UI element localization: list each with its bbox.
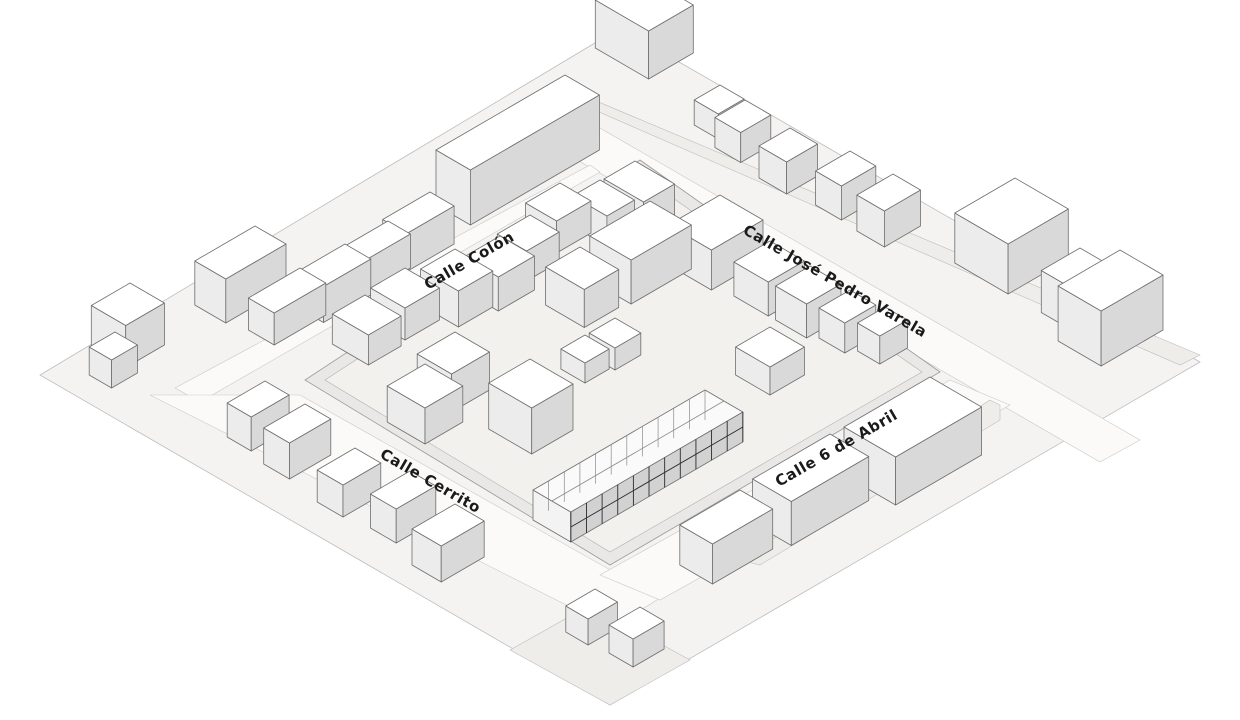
- building-center-e3-roof: [775, 265, 842, 305]
- building-cerrito-2: [263, 403, 332, 480]
- building-center-w2-roof: [420, 248, 494, 292]
- building-cerrito-4-roof: [369, 470, 437, 510]
- building-cerrito-5-roof: [411, 503, 485, 547]
- building-colon-corner-roof: [194, 225, 287, 280]
- building-center-e5-roof: [857, 306, 908, 337]
- building-center-small2-roof: [560, 334, 610, 364]
- building-jpv-1-roof: [693, 84, 745, 115]
- building-south-2: [608, 606, 665, 668]
- building-south-2-roof: [608, 606, 665, 640]
- building-colon-corner: [194, 225, 287, 324]
- building-center-e4-roof: [818, 289, 877, 324]
- building-colon-5-roof: [247, 267, 327, 314]
- building-jpv-5: [856, 173, 921, 248]
- building-jpv-2-roof: [714, 99, 772, 133]
- building-cerrito-3: [316, 447, 382, 518]
- building-cerrito-2-roof: [263, 403, 332, 444]
- building-west-small-roof: [88, 331, 138, 361]
- building-center-w3-roof: [370, 267, 440, 309]
- building-center-s2: [386, 363, 464, 445]
- building-cerrito-1-roof: [226, 380, 290, 418]
- building-cerrito-1: [226, 380, 290, 452]
- building-center-s3-roof: [488, 358, 574, 409]
- building-center-e5: [857, 306, 908, 365]
- building-center-small2: [560, 334, 610, 384]
- building-center-n1-roof: [603, 160, 675, 203]
- building-south-1-roof: [565, 588, 618, 620]
- building-jpv-5-roof: [856, 173, 921, 212]
- building-jpv-3-roof: [758, 127, 818, 163]
- building-abril-2-roof: [752, 433, 870, 502]
- building-center-mid-roof: [589, 200, 692, 261]
- building-east-1: [954, 177, 1069, 295]
- building-center-w4: [331, 294, 402, 366]
- building-center-e6: [735, 326, 805, 396]
- building-east-1-roof: [954, 177, 1069, 245]
- building-center-s3: [488, 358, 574, 455]
- building-center-courtyard-roof: [545, 246, 620, 290]
- building-center-n4-roof: [496, 214, 560, 252]
- building-south-1: [565, 588, 618, 646]
- building-abril-1-roof: [843, 376, 982, 458]
- building-east-3-roof: [1057, 249, 1164, 312]
- building-cerrito-3-roof: [316, 447, 382, 486]
- building-center-s1-roof: [416, 331, 490, 375]
- building-colon-5: [247, 267, 327, 346]
- building-center-n2-roof: [572, 179, 635, 217]
- building-center-e2-roof: [733, 240, 805, 283]
- building-center-w4-roof: [331, 294, 402, 336]
- building-west-small: [88, 331, 138, 389]
- building-cerrito-4: [369, 470, 437, 544]
- building-abril-3: [679, 489, 774, 585]
- building-jpv-2: [714, 99, 772, 163]
- building-jpv-4: [815, 150, 877, 221]
- building-center-small1-roof: [588, 317, 642, 349]
- building-center-n3-roof: [525, 182, 592, 222]
- building-colon-large-roof: [435, 74, 600, 171]
- building-east-3: [1057, 249, 1164, 367]
- project-building: [532, 389, 744, 543]
- building-center-courtyard: [545, 246, 620, 328]
- building-jpv-4-roof: [815, 150, 877, 187]
- building-west-corner-roof: [90, 282, 165, 326]
- buildings-layer: [88, 0, 1164, 668]
- building-north-tower-roof: [594, 0, 694, 32]
- building-center-e1-roof: [668, 194, 764, 251]
- building-colon-large: [435, 74, 600, 226]
- project-roof-ridge: [551, 400, 725, 502]
- building-jpv-3: [758, 127, 818, 195]
- building-abril-1: [843, 376, 982, 506]
- project-slab-line: [570, 426, 744, 528]
- building-cerrito-5: [411, 503, 485, 583]
- building-abril-3-roof: [679, 489, 774, 545]
- building-north-tower: [594, 0, 694, 80]
- building-center-s2-roof: [386, 363, 464, 409]
- building-center-e6-roof: [735, 326, 805, 368]
